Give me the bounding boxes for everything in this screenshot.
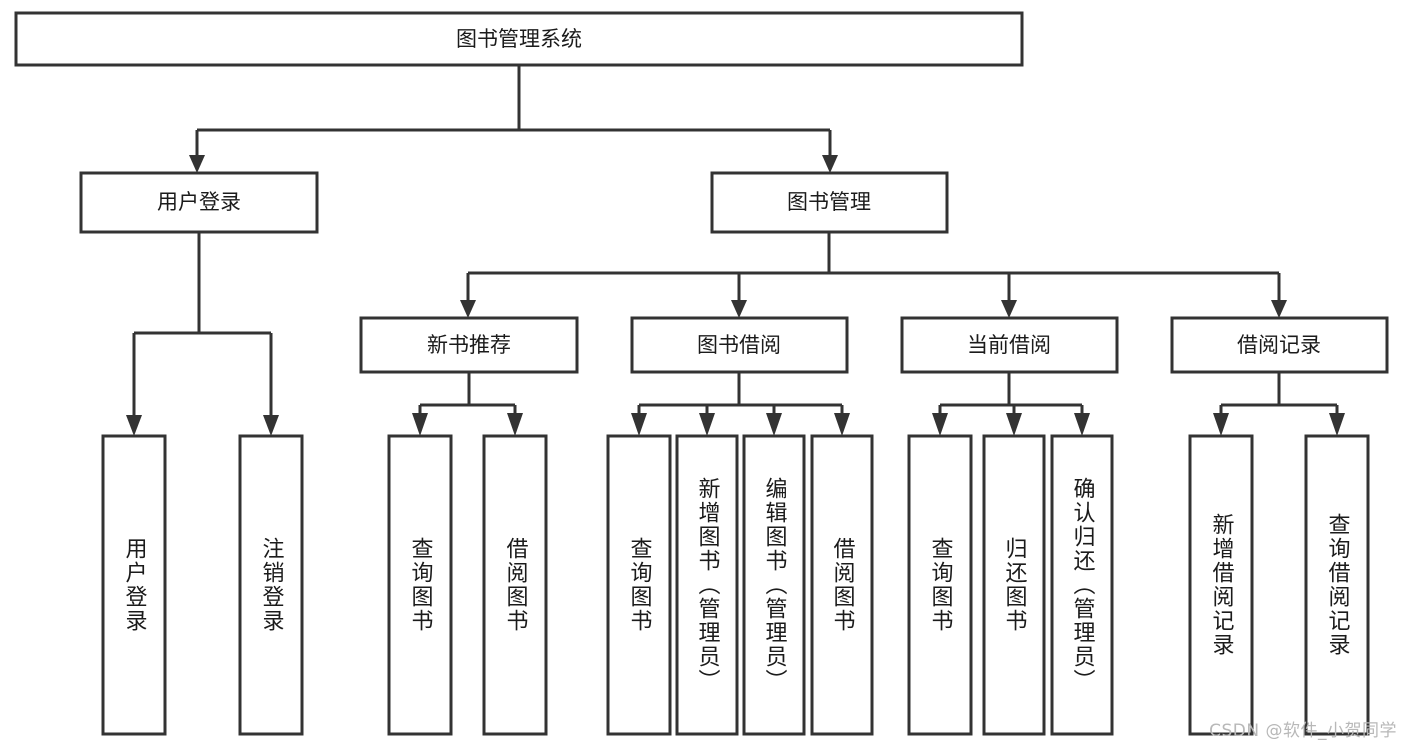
node-current-borrow-box[interactable] <box>900 316 1119 374</box>
node-book-borrow-label: 图书借阅 <box>697 333 781 357</box>
leaf-borrow-book-1-box[interactable] <box>482 434 548 736</box>
arrow-head-borrow-record <box>1271 300 1287 318</box>
edge-book-manage-to-level3 <box>460 232 1287 318</box>
node-book-manage-box[interactable] <box>710 171 949 234</box>
arrow-head-user-login <box>189 155 205 173</box>
leaf-return-book-box[interactable] <box>982 434 1046 736</box>
arrow-head-leaf-query-book-1 <box>412 413 428 436</box>
node-current-borrow[interactable]: 当前借阅 <box>900 316 1119 374</box>
arrow-head-leaf-query-record <box>1329 413 1345 436</box>
edge-book-borrow-to-leaves <box>631 372 850 436</box>
leaf-query-book-3-box[interactable] <box>907 434 973 736</box>
leaf-logout-box[interactable] <box>238 434 304 736</box>
leaf-edit-book-box[interactable] <box>742 434 806 736</box>
node-root-box[interactable] <box>14 11 1024 67</box>
csdn-watermark: CSDN @软件_小贺同学 <box>1209 721 1397 741</box>
leaf-confirm-return-box[interactable] <box>1050 434 1114 736</box>
node-user-login[interactable]: 用户登录 <box>79 171 319 234</box>
arrow-head-leaf-borrow-book-1 <box>507 413 523 436</box>
edge-root-to-level2 <box>189 65 838 173</box>
leaf-borrow-book-2-box[interactable] <box>810 434 874 736</box>
leaf-query-book-1-box[interactable] <box>387 434 453 736</box>
node-book-borrow[interactable]: 图书借阅 <box>630 316 849 374</box>
arrow-head-leaf-logout <box>263 415 279 436</box>
arrow-head-leaf-edit-book <box>766 413 782 436</box>
node-borrow-record-box[interactable] <box>1170 316 1389 374</box>
node-book-borrow-box[interactable] <box>630 316 849 374</box>
arrow-head-leaf-query-book-2 <box>631 413 647 436</box>
edge-user-login-to-leaves <box>126 232 279 436</box>
node-current-borrow-label: 当前借阅 <box>967 333 1051 357</box>
node-new-book-rec-box[interactable] <box>359 316 579 374</box>
leaf-add-record-box[interactable] <box>1188 434 1254 736</box>
leaf-user-login-box[interactable] <box>101 434 167 736</box>
leaf-query-book-2-box[interactable] <box>606 434 672 736</box>
leaf-add-book-box[interactable] <box>675 434 739 736</box>
arrow-head-leaf-add-record <box>1213 413 1229 436</box>
node-new-book-rec[interactable]: 新书推荐 <box>359 316 579 374</box>
arrow-head-book-borrow <box>731 300 747 318</box>
node-user-login-label: 用户登录 <box>157 190 241 214</box>
node-new-book-rec-label: 新书推荐 <box>427 333 511 357</box>
arrow-head-new-book-rec <box>460 300 476 318</box>
arrow-head-leaf-return-book <box>1006 413 1022 436</box>
edge-new-book-rec-to-leaves <box>412 372 523 436</box>
edge-borrow-record-to-leaves <box>1213 372 1345 436</box>
arrow-head-leaf-user-login <box>126 415 142 436</box>
arrow-head-leaf-add-book <box>699 413 715 436</box>
node-book-manage-label: 图书管理 <box>787 190 871 214</box>
edge-current-borrow-to-leaves <box>932 372 1090 436</box>
arrow-head-leaf-confirm-return <box>1074 413 1090 436</box>
node-root-label: 图书管理系统 <box>456 27 582 51</box>
node-borrow-record-label: 借阅记录 <box>1237 333 1321 357</box>
arrow-head-book-manage <box>822 155 838 173</box>
node-root[interactable]: 图书管理系统 <box>14 11 1024 67</box>
leaf-query-record-box[interactable] <box>1304 434 1370 736</box>
arrow-head-leaf-borrow-book-2 <box>834 413 850 436</box>
node-book-manage[interactable]: 图书管理 <box>710 171 949 234</box>
arrow-head-leaf-query-book-3 <box>932 413 948 436</box>
arrow-head-current-borrow <box>1001 300 1017 318</box>
node-borrow-record[interactable]: 借阅记录 <box>1170 316 1389 374</box>
